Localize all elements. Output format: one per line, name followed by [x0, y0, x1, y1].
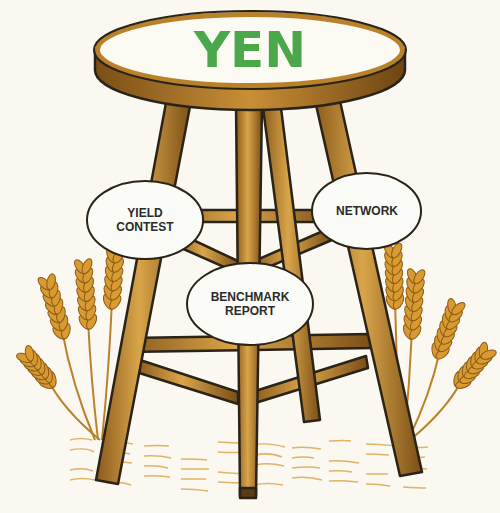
pillar-oval-ellipse	[312, 173, 421, 249]
node-text: YIELD CONTEST	[108, 206, 181, 235]
node-text: BENCHMARK REPORT	[210, 290, 289, 319]
node-text: YEN	[194, 25, 306, 75]
seat-rim	[94, 11, 406, 89]
pillar-oval-ellipse	[187, 263, 313, 345]
pillar-oval: YIELD CONTEST	[86, 180, 204, 260]
pillar-oval: NETWORK	[311, 172, 422, 250]
seat-title: YEN	[194, 25, 306, 75]
pillar-label: NETWORK	[333, 204, 401, 218]
pillar-label: BENCHMARK REPORT	[210, 290, 289, 319]
pillar-oval-ellipse	[87, 181, 203, 259]
node-text: NETWORK	[333, 204, 401, 218]
stool-seat: YEN	[95, 12, 405, 88]
stool-legs	[96, 92, 422, 498]
pillar-label: YIELD CONTEST	[108, 206, 181, 235]
pillar-oval: BENCHMARK REPORT	[186, 262, 314, 346]
stool-seat-ellipse	[98, 15, 403, 86]
